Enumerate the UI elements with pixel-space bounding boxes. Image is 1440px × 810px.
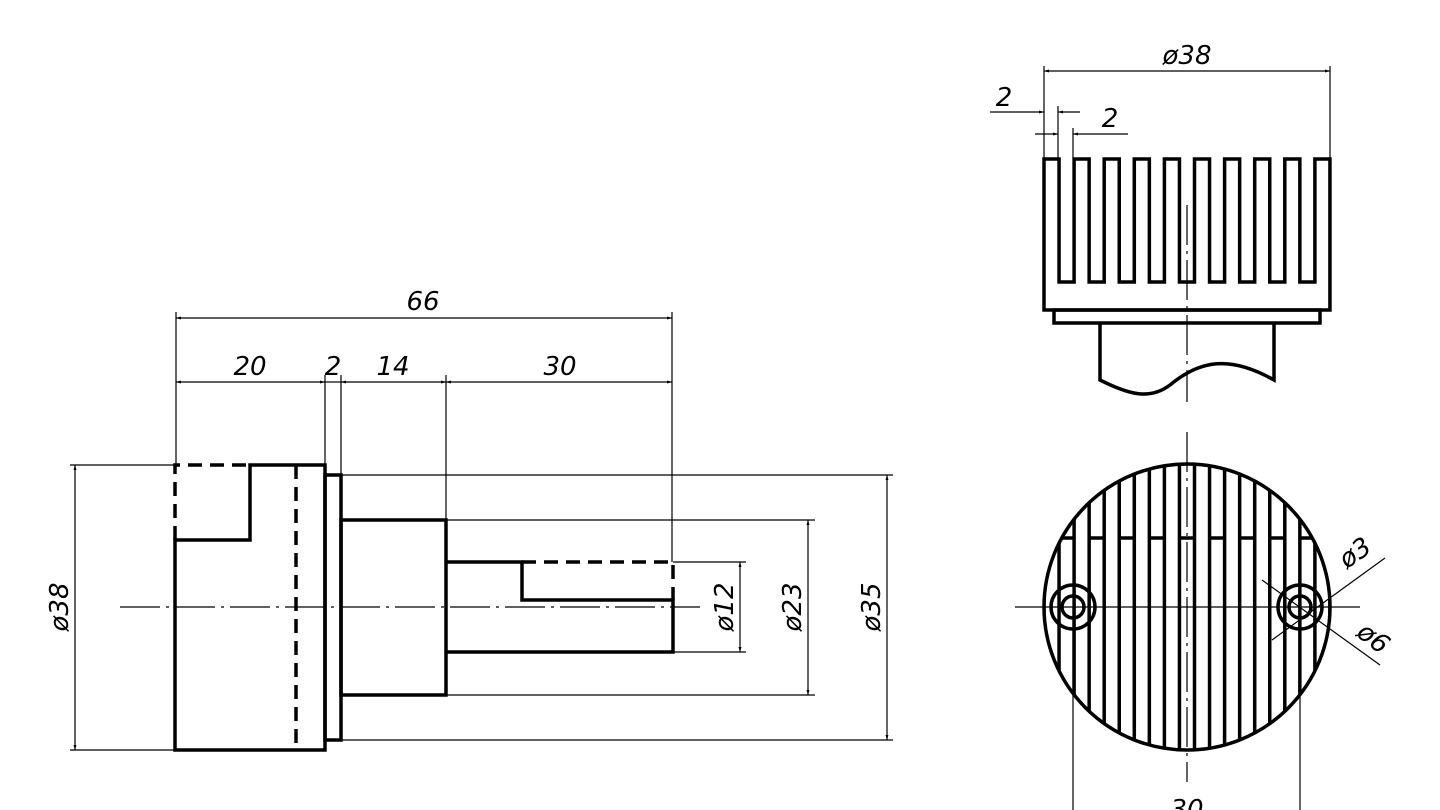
leader-dia-3 bbox=[1271, 557, 1386, 641]
dim-dia-6: ø6 bbox=[1350, 616, 1395, 660]
front-view: 66 20 2 14 30 ø38 ø12 ø23 ø35 bbox=[45, 287, 893, 752]
dim-dia-12: ø12 bbox=[710, 583, 740, 633]
dim-top-dia-38: ø38 bbox=[1162, 41, 1212, 71]
top-dimensions: ø38 2 2 bbox=[990, 41, 1331, 159]
dim-hole-spacing-30: 30 bbox=[1170, 795, 1203, 810]
dim-fin-width: 2 bbox=[996, 83, 1013, 113]
hub bbox=[339, 518, 448, 697]
dim-14: 14 bbox=[376, 352, 409, 382]
dim-20: 20 bbox=[233, 352, 266, 382]
dim-2: 2 bbox=[325, 352, 342, 382]
shaft bbox=[446, 560, 675, 654]
outer-circle bbox=[1042, 462, 1332, 752]
shaft-break bbox=[1098, 323, 1276, 396]
dim-66: 66 bbox=[406, 287, 439, 317]
dim-dia-23: ø23 bbox=[778, 583, 808, 633]
dim-30: 30 bbox=[543, 352, 576, 382]
end-view: ø3 ø6 30 bbox=[1015, 432, 1395, 810]
top-view: ø38 2 2 bbox=[990, 41, 1332, 402]
fin-comb bbox=[1042, 157, 1332, 312]
dim-dia-35: ø35 bbox=[857, 583, 887, 633]
dim-dia-38: ø38 bbox=[45, 583, 75, 633]
leader-dia-6 bbox=[1261, 579, 1381, 666]
dim-fin-gap: 2 bbox=[1102, 104, 1119, 134]
front-dimensions: 66 20 2 14 30 ø38 ø12 ø23 ø35 bbox=[45, 287, 893, 751]
